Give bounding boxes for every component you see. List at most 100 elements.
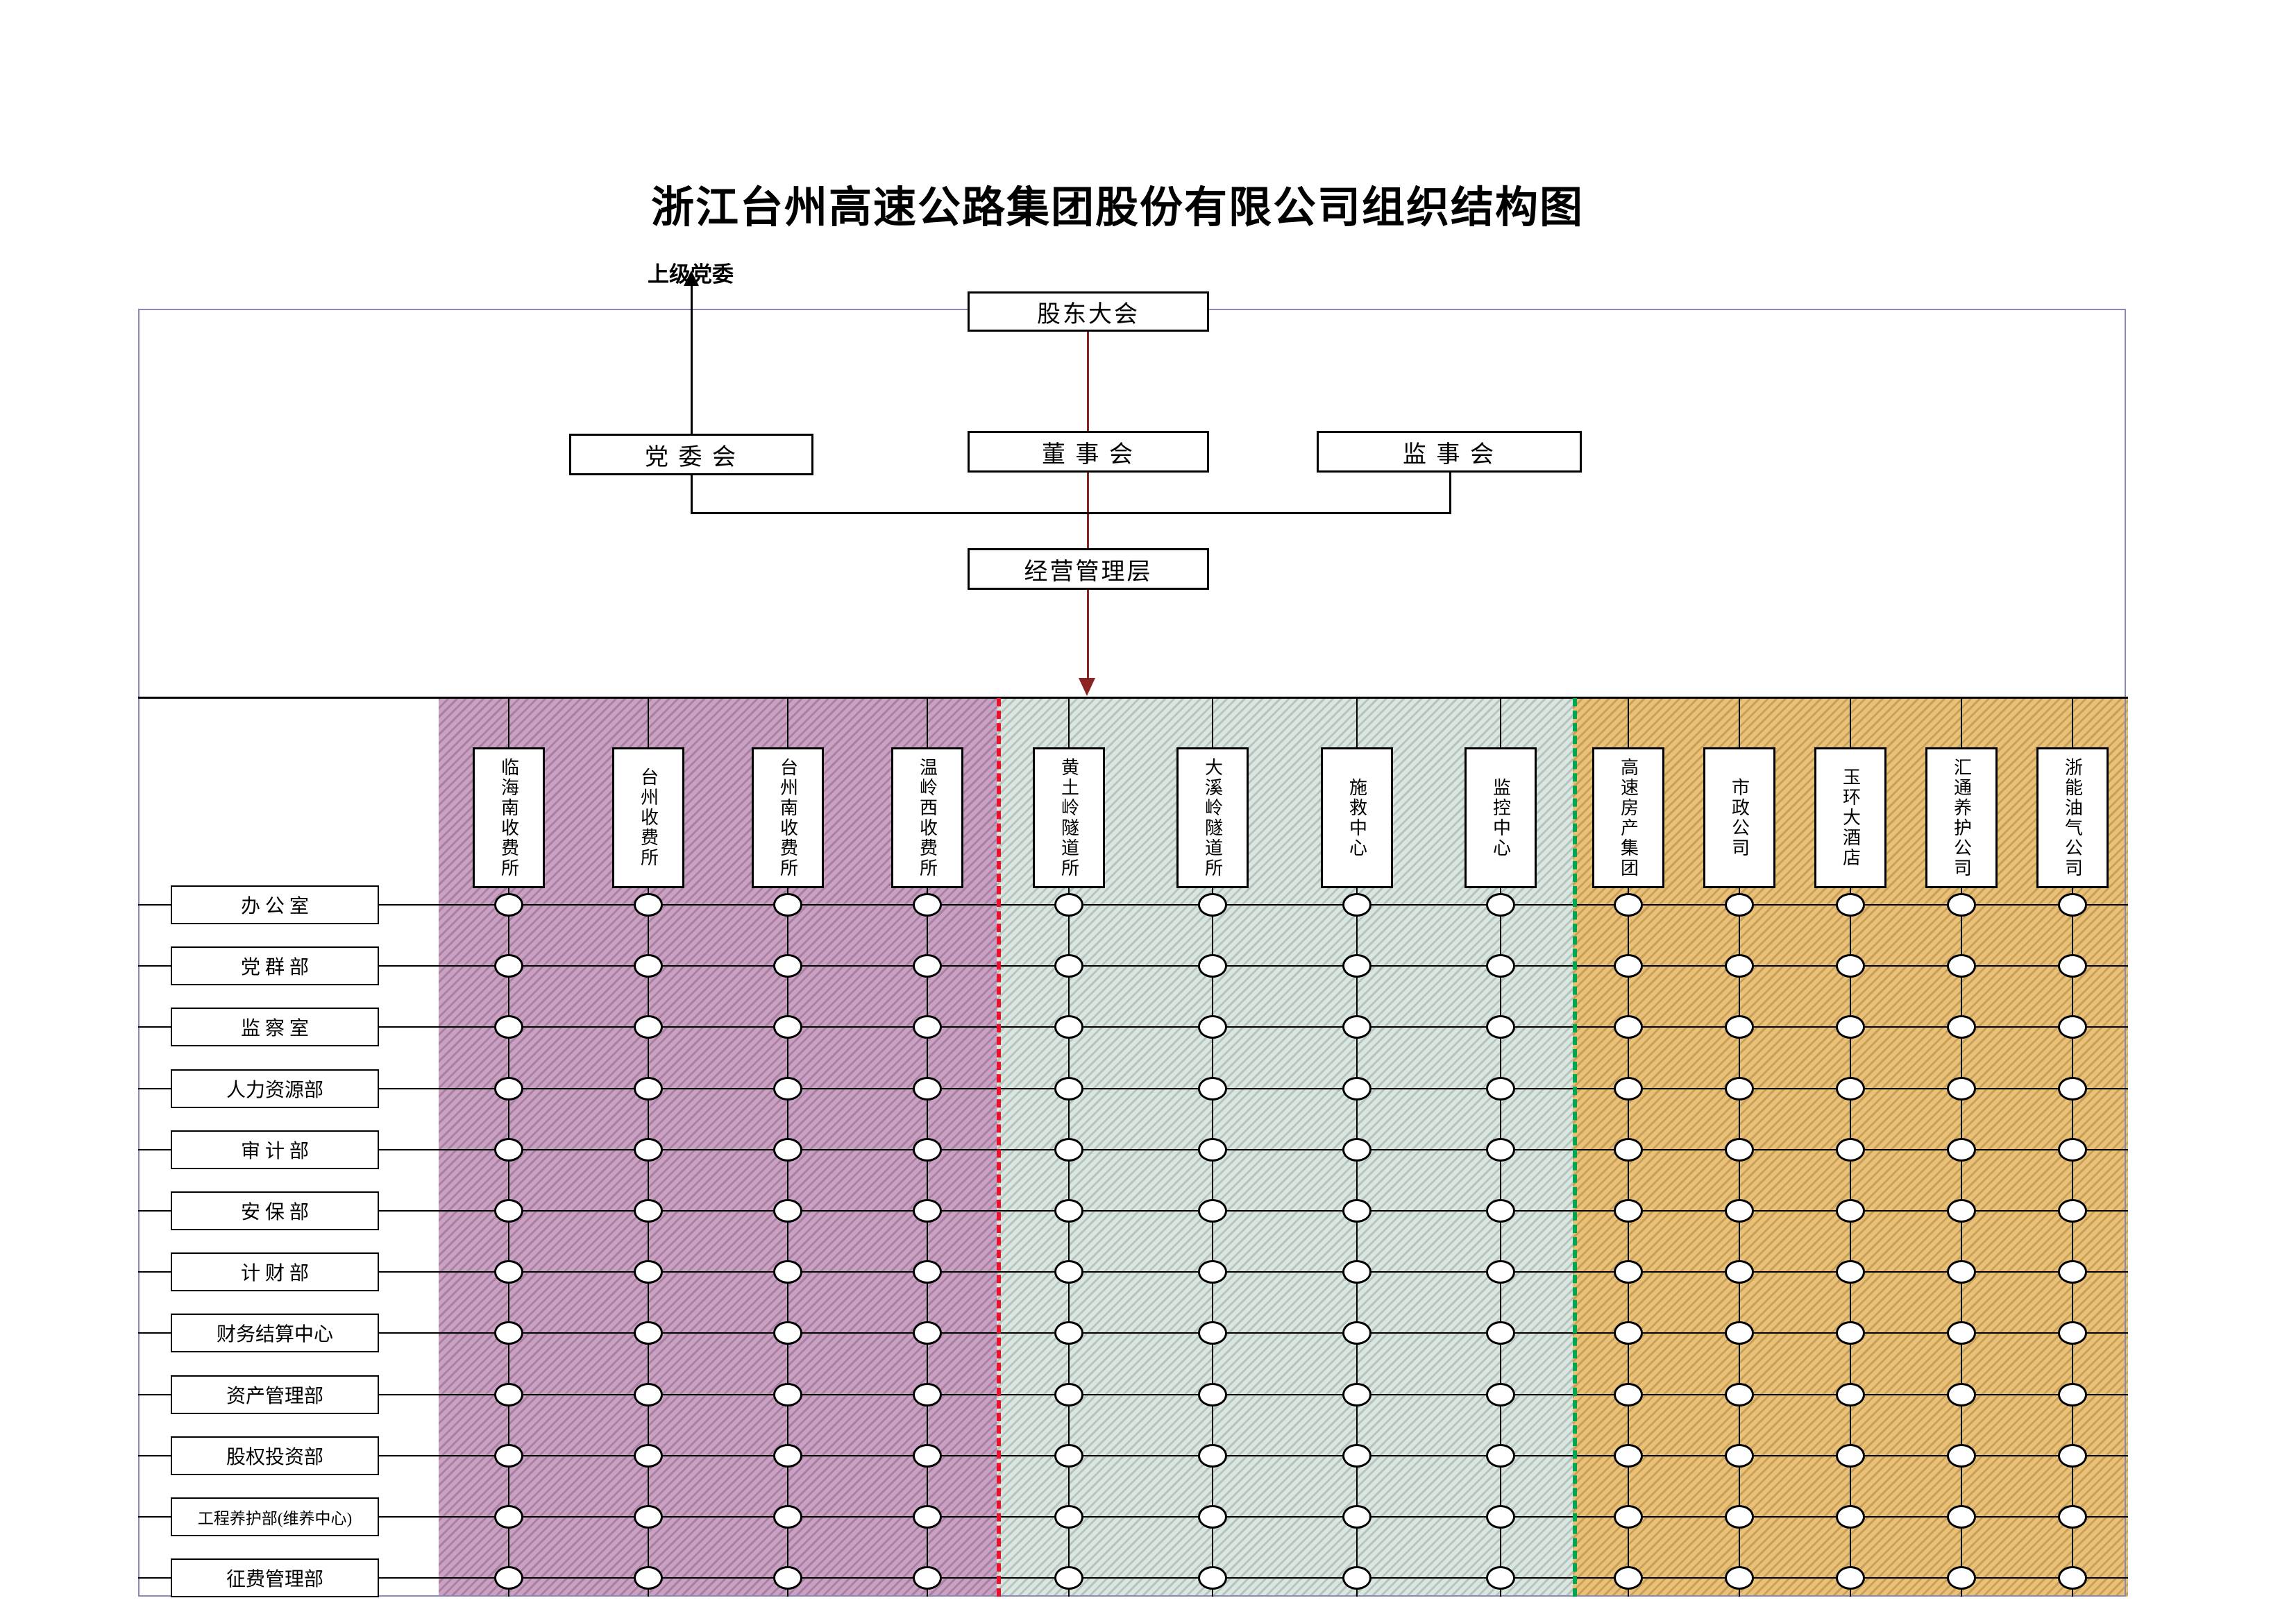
relation-node — [913, 1444, 942, 1468]
relation-node — [1342, 1444, 1371, 1468]
department-label: 审 计 部 — [171, 1130, 379, 1169]
box-supervisors: 监 事 会 — [1317, 431, 1582, 473]
department-label: 资产管理部 — [171, 1375, 379, 1414]
box-supervisors-label: 监 事 会 — [1403, 441, 1496, 468]
box-board-label: 董 事 会 — [1042, 441, 1135, 468]
relation-node — [1486, 1015, 1515, 1039]
relation-node — [494, 1444, 523, 1468]
relation-node — [1947, 1015, 1976, 1039]
row-connector-left — [138, 1149, 171, 1150]
department-row-line — [379, 1149, 2128, 1150]
relation-node — [1725, 1077, 1754, 1101]
relation-node — [1486, 1260, 1515, 1284]
arrow-up-icon — [684, 271, 699, 286]
relation-node — [1342, 893, 1371, 917]
relation-node — [773, 1444, 802, 1468]
relation-node — [494, 1566, 523, 1590]
box-party-committee-label: 党 委 会 — [645, 444, 738, 470]
relation-node — [1947, 1566, 1976, 1590]
relation-node — [773, 1077, 802, 1101]
region-toll — [439, 698, 997, 1597]
relation-node — [773, 893, 802, 917]
relation-node — [1725, 1566, 1754, 1590]
unit-label: 临海南收费所 — [473, 747, 545, 888]
relation-node — [1198, 1077, 1227, 1101]
row-connector-left — [138, 1455, 171, 1456]
relation-node — [1486, 1077, 1515, 1101]
relation-node — [634, 1015, 663, 1039]
relation-node — [1054, 1015, 1083, 1039]
relation-node — [2058, 1199, 2087, 1223]
relation-node — [2058, 1505, 2087, 1529]
unit-label: 施救中心 — [1321, 747, 1393, 888]
relation-node — [1947, 893, 1976, 917]
relation-node — [634, 1077, 663, 1101]
relation-node — [1342, 1138, 1371, 1162]
department-label: 财务结算中心 — [171, 1314, 379, 1352]
department-label: 股权投资部 — [171, 1436, 379, 1475]
relation-node — [1836, 1383, 1865, 1407]
relation-node — [1342, 1566, 1371, 1590]
relation-node — [913, 1321, 942, 1345]
connector-supervisors-stub — [1449, 472, 1451, 514]
relation-node — [1342, 1383, 1371, 1407]
relation-node — [494, 954, 523, 978]
relation-node — [1947, 1383, 1976, 1407]
superior-party-label: 上级党委 — [648, 262, 734, 287]
relation-node — [1054, 954, 1083, 978]
unit-label: 台州收费所 — [612, 747, 684, 888]
row-connector-left — [138, 1271, 171, 1273]
relation-node — [1198, 1199, 1227, 1223]
relation-node — [2058, 1383, 2087, 1407]
relation-node — [634, 1260, 663, 1284]
department-label: 办 公 室 — [171, 885, 379, 924]
relation-node — [2058, 1321, 2087, 1345]
box-party-committee: 党 委 会 — [569, 434, 813, 475]
connector-party-stub — [691, 475, 693, 514]
box-management-label: 经营管理层 — [1024, 559, 1153, 585]
relation-node — [494, 1077, 523, 1101]
relation-node — [634, 893, 663, 917]
unit-label: 大溪岭隧道所 — [1176, 747, 1249, 888]
relation-node — [1836, 1321, 1865, 1345]
relation-node — [1198, 1138, 1227, 1162]
relation-node — [1198, 1260, 1227, 1284]
relation-node — [773, 1138, 802, 1162]
relation-node — [1836, 1444, 1865, 1468]
relation-node — [2058, 954, 2087, 978]
relation-node — [1947, 1321, 1976, 1345]
relation-node — [1342, 1199, 1371, 1223]
relation-node — [1725, 1444, 1754, 1468]
relation-node — [494, 1015, 523, 1039]
box-management: 经营管理层 — [968, 548, 1209, 590]
relation-node — [773, 1199, 802, 1223]
row-connector-left — [138, 1332, 171, 1334]
relation-node — [1054, 1260, 1083, 1284]
relation-node — [1486, 1444, 1515, 1468]
relation-node — [1614, 1260, 1643, 1284]
relation-node — [773, 954, 802, 978]
relation-node — [1836, 1015, 1865, 1039]
relation-node — [1198, 1015, 1227, 1039]
connector-board-management — [1087, 472, 1089, 548]
relation-node — [1836, 893, 1865, 917]
relation-node — [913, 1138, 942, 1162]
relation-node — [913, 1077, 942, 1101]
row-connector-left — [138, 1210, 171, 1212]
relation-node — [2058, 1138, 2087, 1162]
row-connector-left — [138, 1577, 171, 1579]
row-connector-left — [138, 965, 171, 967]
relation-node — [634, 1321, 663, 1345]
relation-node — [1342, 1321, 1371, 1345]
relation-node — [634, 1383, 663, 1407]
relation-node — [1342, 1260, 1371, 1284]
relation-node — [773, 1566, 802, 1590]
department-label: 安 保 部 — [171, 1191, 379, 1230]
relation-node — [1836, 1199, 1865, 1223]
relation-node — [1342, 954, 1371, 978]
relation-node — [1198, 1383, 1227, 1407]
relation-node — [1725, 893, 1754, 917]
department-row-line — [379, 1577, 2128, 1579]
relation-node — [494, 1138, 523, 1162]
